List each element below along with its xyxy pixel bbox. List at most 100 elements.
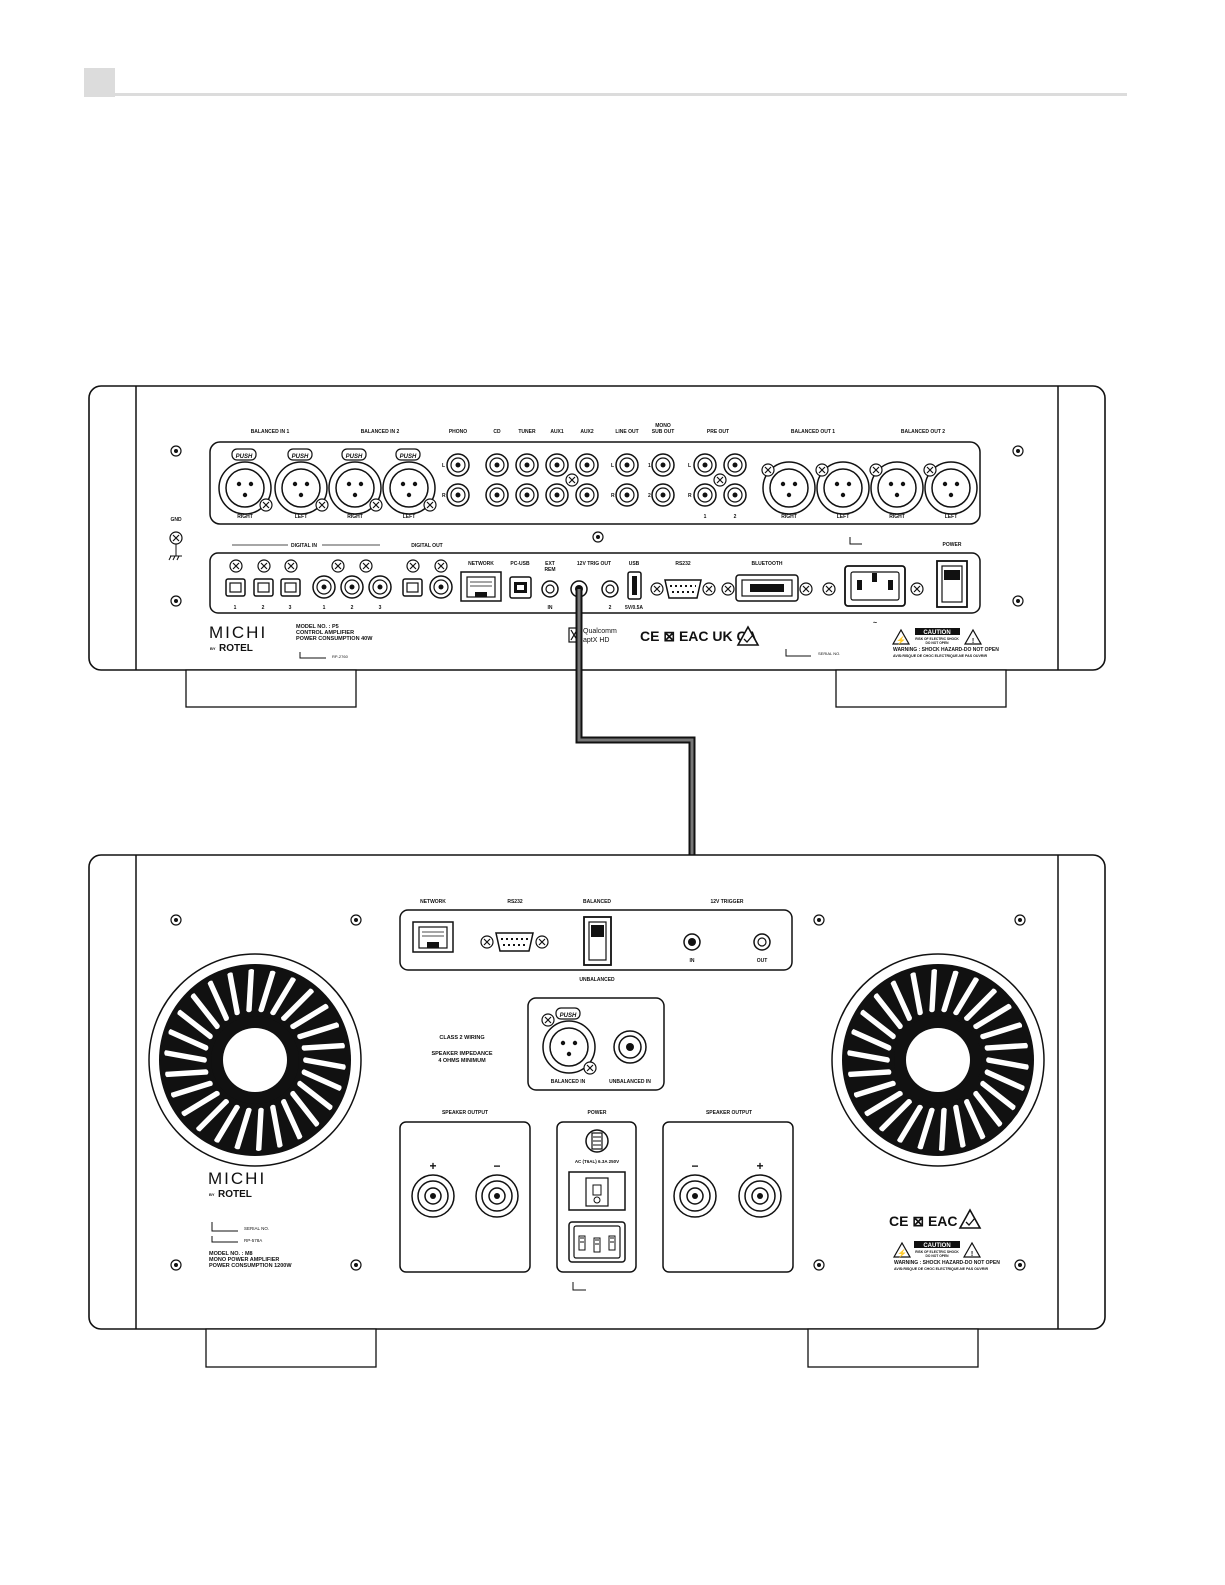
poweramp-power-module[interactable]: AC (T6AL) 6.3A 250V bbox=[556, 1121, 637, 1291]
svg-text:AVIS:RISQUE DE CHOC ELECTRIQUE: AVIS:RISQUE DE CHOC ELECTRIQUE-NE PAS OU… bbox=[893, 654, 988, 658]
preamp-certification-marks: CE ⊠ EAC UK CA bbox=[640, 628, 757, 644]
svg-text:−: − bbox=[691, 1159, 698, 1173]
xlr-balanced-in-1-left[interactable]: PUSH bbox=[274, 448, 329, 515]
fan-grille-left bbox=[148, 953, 362, 1167]
xlr-balanced-in-1-right[interactable]: PUSH bbox=[218, 448, 273, 515]
poweramp-rcm-mark bbox=[958, 1208, 982, 1229]
svg-text:MICHI: MICHI bbox=[208, 1169, 266, 1188]
ext-rem-jack[interactable]: EXT REM IN bbox=[541, 561, 559, 611]
svg-text:UNBALANCED IN: UNBALANCED IN bbox=[609, 1079, 651, 1085]
label-balanced-out-1: BALANCED OUT 1 bbox=[791, 429, 835, 435]
svg-text:SPEAKER OUTPUT: SPEAKER OUTPUT bbox=[442, 1110, 488, 1116]
digital-outputs[interactable] bbox=[402, 559, 453, 599]
poweramp-wiring-note: CLASS 2 WIRING SPEAKER IMPEDANCE 4 OHMS … bbox=[431, 1035, 492, 1064]
svg-text:BY: BY bbox=[209, 1192, 215, 1197]
svg-text:MICHI: MICHI bbox=[209, 623, 267, 642]
svg-text:RP-2760: RP-2760 bbox=[332, 654, 349, 659]
usb-port[interactable]: USB 5V/0.5A bbox=[625, 561, 643, 611]
svg-text:RISK OF ELECTRIC SHOCK: RISK OF ELECTRIC SHOCK bbox=[915, 637, 959, 641]
speaker-output-left[interactable]: + − bbox=[399, 1121, 531, 1273]
svg-text:BALANCED: BALANCED bbox=[583, 899, 611, 905]
svg-text:RP-578A: RP-578A bbox=[244, 1238, 262, 1243]
svg-text:⚡: ⚡ bbox=[896, 635, 906, 645]
svg-text:1: 1 bbox=[234, 605, 237, 611]
label-tuner: TUNER bbox=[518, 429, 536, 435]
poweramp-network-port[interactable] bbox=[412, 921, 454, 953]
svg-text:12V TRIGGER: 12V TRIGGER bbox=[710, 899, 743, 905]
poweramp-xlr-input[interactable]: PUSH BALANCED IN bbox=[541, 1007, 597, 1085]
svg-text:MONO POWER AMPLIFIER: MONO POWER AMPLIFIER bbox=[209, 1257, 279, 1263]
xlr-balanced-in-2-left[interactable]: PUSH bbox=[382, 448, 437, 515]
svg-text:LEFT: LEFT bbox=[837, 514, 850, 520]
svg-text:NETWORK: NETWORK bbox=[468, 561, 494, 567]
svg-text:POWER CONSUMPTION 1200W: POWER CONSUMPTION 1200W bbox=[209, 1263, 292, 1269]
svg-text:POWER: POWER bbox=[588, 1110, 607, 1116]
svg-text:UNBALANCED: UNBALANCED bbox=[579, 977, 615, 983]
svg-text:DO NOT OPEN: DO NOT OPEN bbox=[925, 1254, 949, 1258]
rs232-port[interactable]: RS232 bbox=[650, 561, 716, 599]
svg-text:SPEAKER IMPEDANCE: SPEAKER IMPEDANCE bbox=[431, 1051, 492, 1057]
svg-text:USB: USB bbox=[629, 561, 640, 567]
svg-text:OUT: OUT bbox=[757, 958, 768, 964]
svg-text:GND: GND bbox=[170, 517, 182, 523]
svg-text:12V TRIG OUT: 12V TRIG OUT bbox=[577, 561, 611, 567]
speaker-output-right[interactable]: − + bbox=[662, 1121, 794, 1273]
xlr-out-channel-labels: RIGHT LEFT RIGHT LEFT bbox=[781, 514, 957, 520]
svg-text:RISK OF ELECTRIC SHOCK: RISK OF ELECTRIC SHOCK bbox=[915, 1250, 959, 1254]
svg-text:1: 1 bbox=[323, 605, 326, 611]
svg-text:LEFT: LEFT bbox=[945, 514, 958, 520]
trigger-out-jack[interactable]: OUT bbox=[753, 933, 771, 964]
svg-text:R: R bbox=[688, 493, 692, 499]
svg-text:SERIAL NO.: SERIAL NO. bbox=[244, 1226, 269, 1231]
network-port[interactable]: NETWORK bbox=[460, 561, 502, 602]
label-cd: CD bbox=[493, 429, 501, 435]
poweramp-certification-marks: CE ⊠ EAC bbox=[889, 1213, 958, 1229]
power-inlet[interactable]: ~ bbox=[822, 565, 924, 627]
rca-channel-labels: L R L R 1 2 L R 1 2 bbox=[442, 463, 737, 520]
svg-text:REM: REM bbox=[544, 567, 555, 573]
gnd-terminal[interactable]: GND bbox=[168, 517, 183, 561]
svg-text:SERIAL NO.: SERIAL NO. bbox=[818, 651, 840, 656]
label-mono: MONO bbox=[655, 423, 671, 429]
balanced-unbalanced-switch[interactable] bbox=[583, 916, 612, 966]
svg-text:RIGHT: RIGHT bbox=[237, 514, 253, 520]
page-header-bar bbox=[84, 68, 1127, 97]
preamp-top-labels: BALANCED IN 1 BALANCED IN 2 PHONO CD TUN… bbox=[251, 423, 946, 435]
svg-text:POWER CONSUMPTION 40W: POWER CONSUMPTION 40W bbox=[296, 636, 373, 642]
svg-text:ROTEL: ROTEL bbox=[218, 1189, 252, 1200]
svg-text:R: R bbox=[442, 493, 446, 499]
svg-text:2: 2 bbox=[734, 514, 737, 520]
preamp-serial: SERIAL NO. bbox=[785, 649, 840, 657]
svg-text:WARNING : SHOCK HAZARD-DO NOT: WARNING : SHOCK HAZARD-DO NOT OPEN bbox=[894, 1260, 1000, 1266]
svg-text:MODEL NO. : P5: MODEL NO. : P5 bbox=[296, 624, 339, 630]
svg-text:PUSH: PUSH bbox=[292, 454, 309, 460]
rcm-mark bbox=[736, 625, 760, 646]
poweramp-top-labels: NETWORK RS232 BALANCED 12V TRIGGER UNBAL… bbox=[420, 899, 744, 983]
svg-text:!: ! bbox=[971, 1251, 973, 1258]
preamp-feet bbox=[185, 669, 1007, 708]
power-switch[interactable]: POWER bbox=[936, 542, 968, 608]
svg-text:PUSH: PUSH bbox=[236, 454, 253, 460]
xlr-in-channel-labels: RIGHT LEFT RIGHT LEFT bbox=[237, 514, 415, 520]
bluetooth-module[interactable]: BLUETOOTH bbox=[721, 561, 813, 602]
svg-text:RIGHT: RIGHT bbox=[347, 514, 363, 520]
xlr-balanced-in-2-right[interactable]: PUSH bbox=[328, 448, 383, 515]
svg-text:DIGITAL IN: DIGITAL IN bbox=[291, 543, 317, 549]
fan-grille-right bbox=[831, 953, 1045, 1167]
svg-text:BLUETOOTH: BLUETOOTH bbox=[751, 561, 782, 567]
preamp-brand-logo: MICHI BY ROTEL bbox=[209, 623, 267, 654]
svg-text:!: ! bbox=[972, 638, 974, 645]
optical-inputs[interactable] bbox=[225, 559, 301, 597]
svg-text:RIGHT: RIGHT bbox=[781, 514, 797, 520]
svg-text:AC (T6AL) 6.3A 250V: AC (T6AL) 6.3A 250V bbox=[575, 1159, 619, 1164]
svg-text:LEFT: LEFT bbox=[403, 514, 416, 520]
poweramp-rs232-port[interactable] bbox=[480, 932, 549, 952]
trigger-in-jack[interactable]: IN bbox=[683, 933, 701, 964]
preamp-model-info: MODEL NO. : P5 CONTROL AMPLIFIER POWER C… bbox=[296, 624, 373, 659]
label-phono: PHONO bbox=[449, 429, 467, 435]
svg-text:PC-USB: PC-USB bbox=[510, 561, 530, 567]
svg-text:R: R bbox=[611, 493, 615, 499]
poweramp-rca-input[interactable]: UNBALANCED IN bbox=[609, 1030, 651, 1085]
pc-usb-port[interactable]: PC-USB bbox=[509, 561, 532, 599]
svg-text:2: 2 bbox=[351, 605, 354, 611]
